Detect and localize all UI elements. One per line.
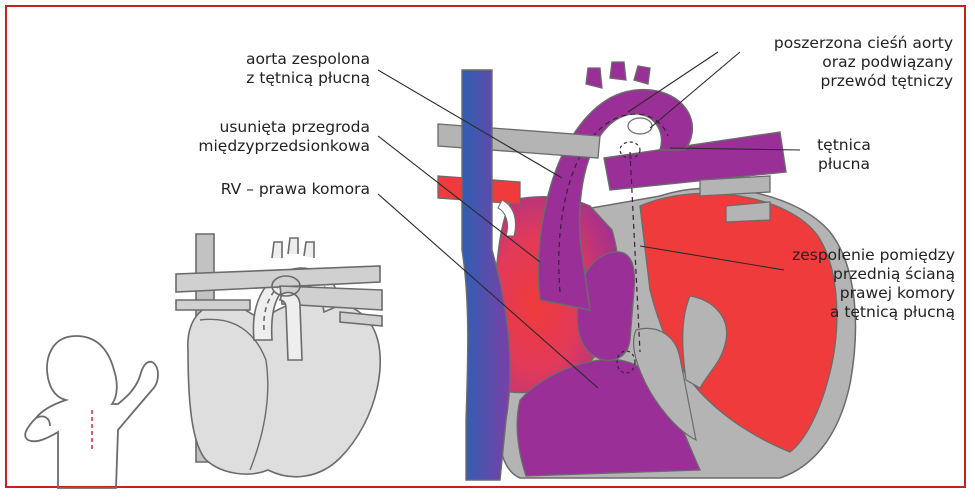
label-anast-line4: a tętnicą płucną: [792, 303, 955, 322]
label-pulmonary-artery: tętnica płucna: [808, 136, 880, 174]
label-isthmus-line3: przewód tętniczy: [774, 72, 953, 91]
label-septum-line2: międzyprzedsionkowa: [198, 137, 370, 156]
label-aorta-line1: aorta zespolona: [246, 50, 370, 69]
label-anastomosis: zespolenie pomiędzy przednią ścianą praw…: [792, 246, 955, 322]
label-anast-line2: przednią ścianą: [792, 265, 955, 284]
label-septum: usunięta przegroda międzyprzedsionkowa: [198, 118, 370, 156]
label-isthmus-line1: poszerzona cieśń aorty: [774, 34, 953, 53]
small-heart-sketch: [176, 234, 382, 477]
label-rv: RV – prawa komora: [221, 180, 370, 199]
label-pa-line1: tętnica: [808, 136, 880, 155]
label-pa-line2: płucna: [808, 155, 880, 174]
label-anast-line1: zespolenie pomiędzy: [792, 246, 955, 265]
label-aorta: aorta zespolona z tętnicą płucną: [246, 50, 370, 88]
label-isthmus: poszerzona cieśń aorty oraz podwiązany p…: [774, 34, 953, 91]
label-isthmus-line2: oraz podwiązany: [774, 53, 953, 72]
label-aorta-line2: z tętnicą płucną: [246, 69, 370, 88]
label-septum-line1: usunięta przegroda: [198, 118, 370, 137]
label-anast-line3: prawej komory: [792, 284, 955, 303]
label-rv-text: RV – prawa komora: [221, 180, 370, 199]
